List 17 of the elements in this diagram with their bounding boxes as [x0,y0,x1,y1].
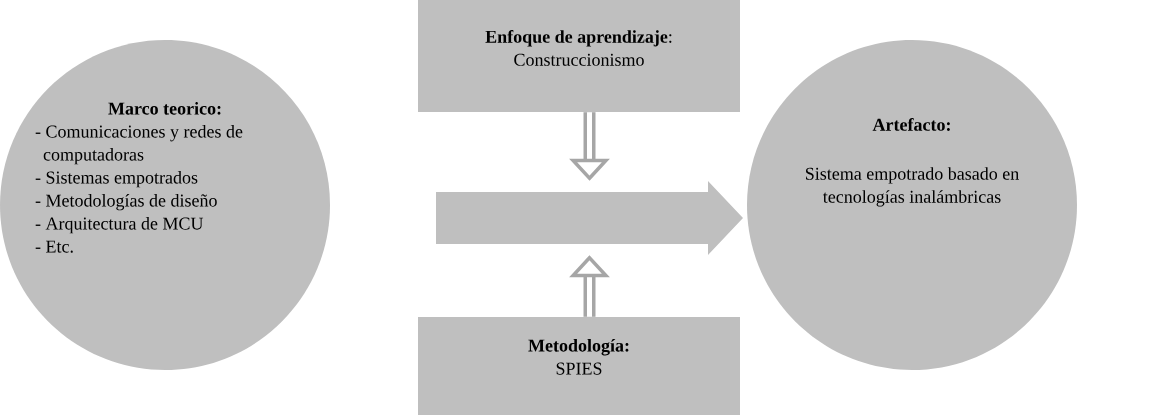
list-item: - Comunicaciones y redes de computadoras [35,125,243,165]
circle-shape [0,40,330,370]
body-text: SPIES [556,362,602,375]
list-item: - Arquitectura de MCU [35,217,204,234]
text-box [418,0,740,112]
body-text: Sistema empotrado basado en tecnologías inalámbricas [806,167,1019,207]
list-item: - Etc. [35,240,73,253]
heading: Enfoque de aprendizaje: [485,30,672,47]
heading: Artefacto: [872,118,950,131]
heading: Marco teorico: [108,102,221,115]
circle-shape [747,40,1077,370]
heading: Metodología: [528,339,629,356]
list-item: - Sistemas empotrados [35,171,198,188]
text-box [418,317,740,415]
list-item: - Metodologías de diseño [35,193,217,211]
body-text: Construccionismo [514,53,644,66]
block-arrow [436,181,743,255]
